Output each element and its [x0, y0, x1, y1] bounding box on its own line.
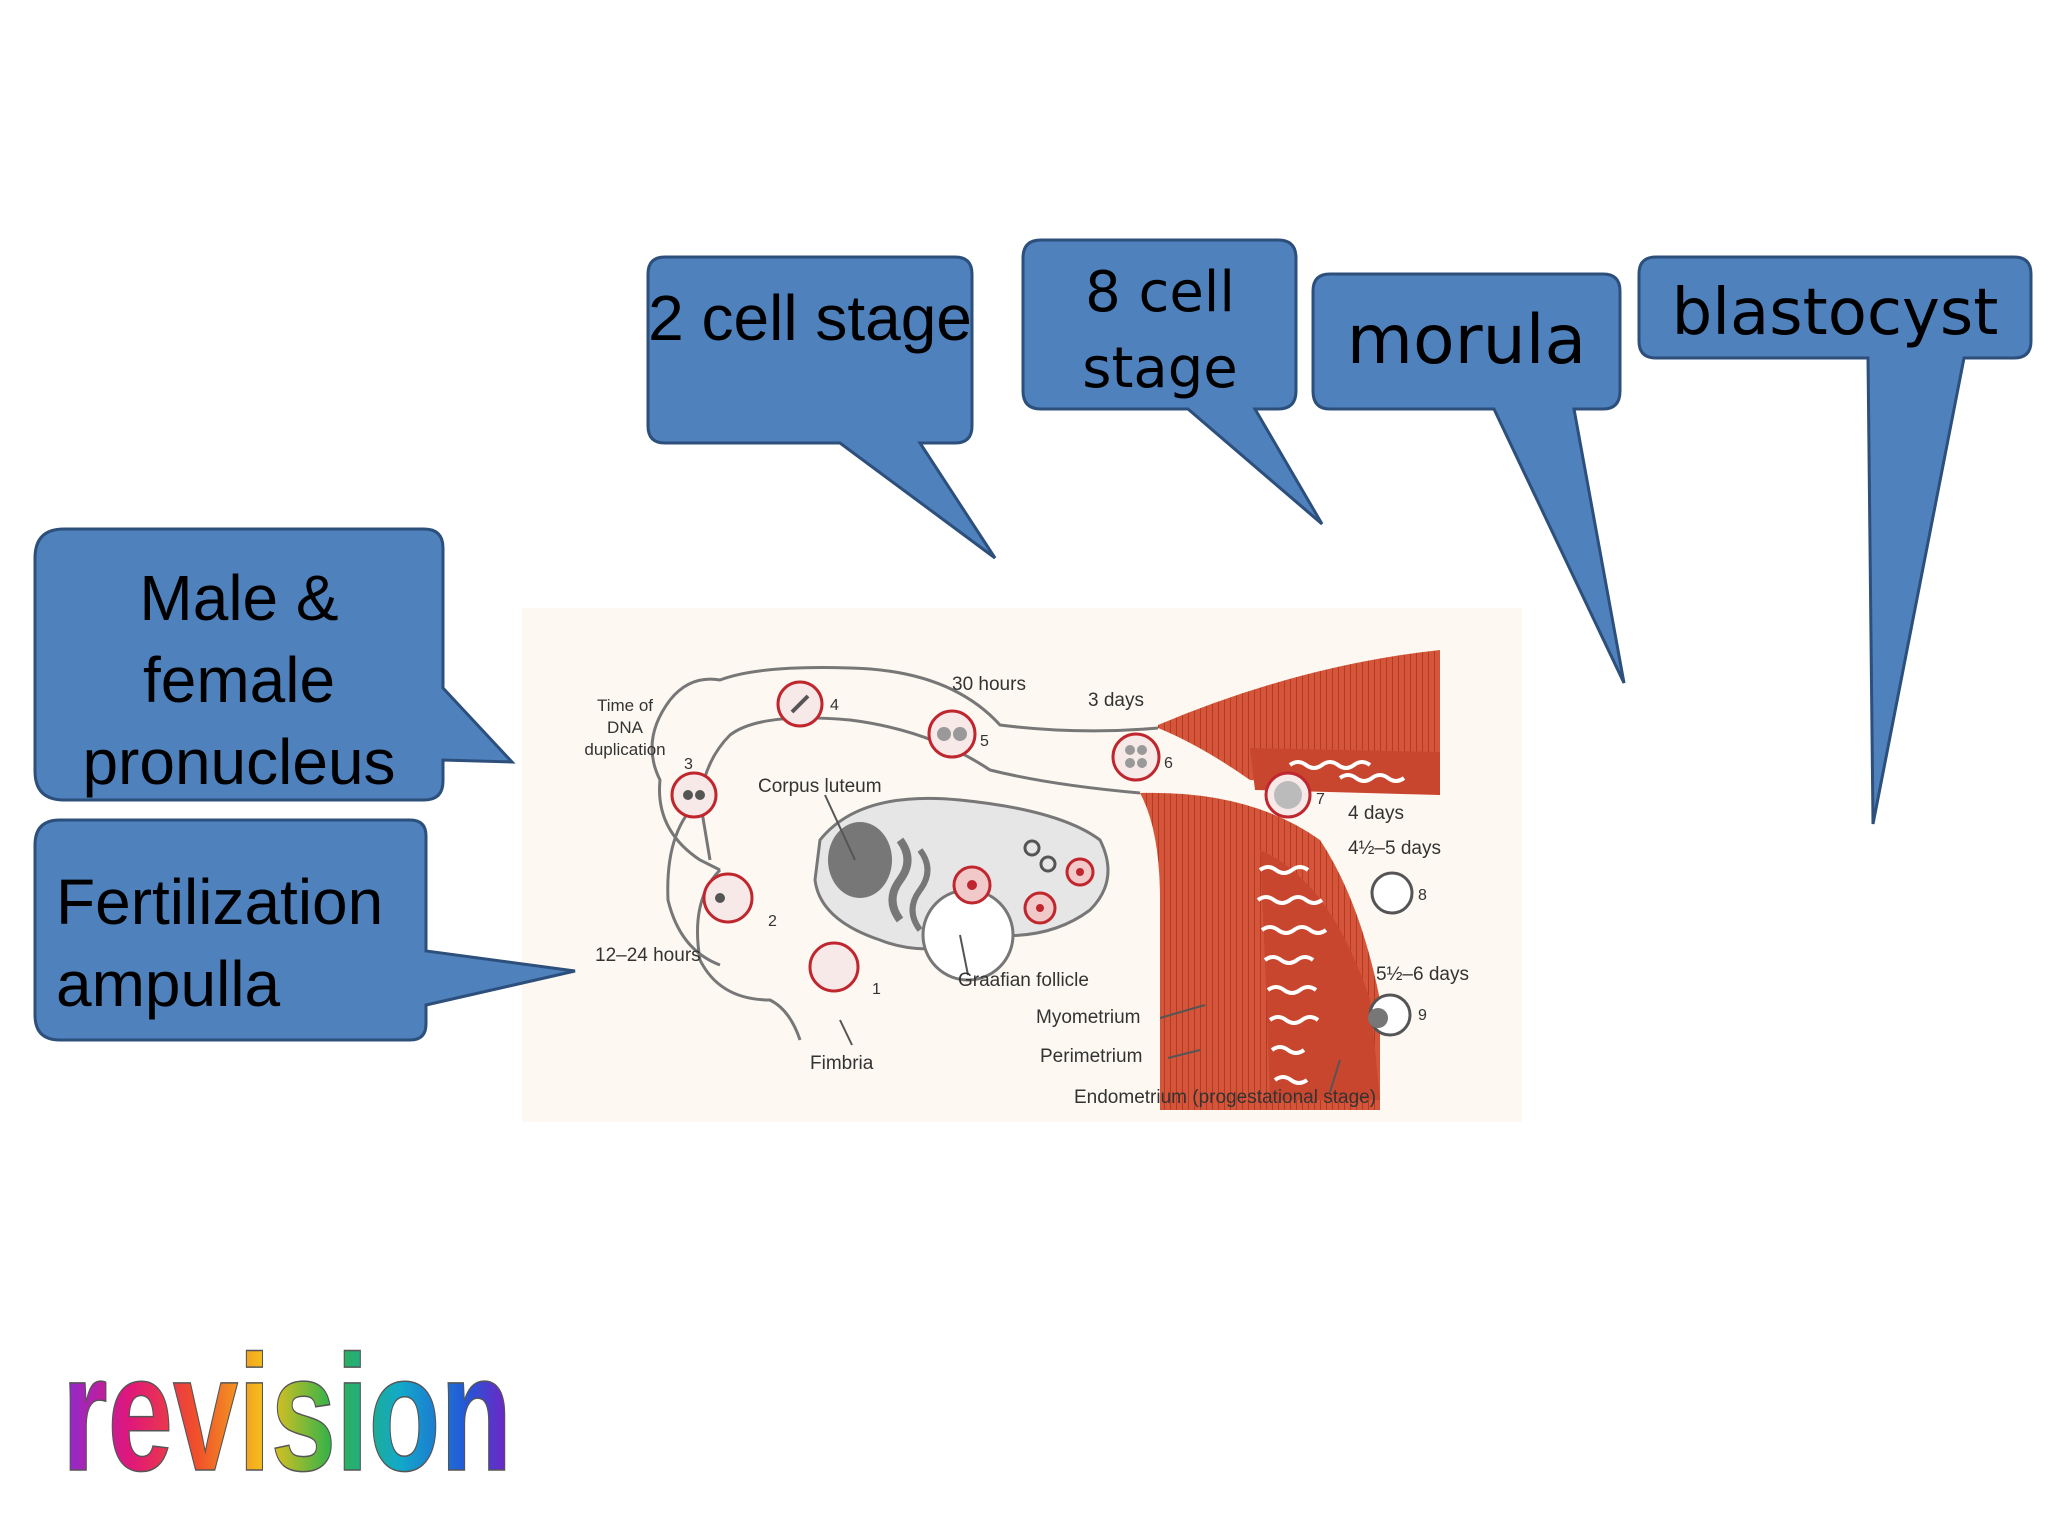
label-time-dna: Time of DNA duplication — [570, 695, 680, 761]
callout-pronucleus-text: Male & female pronucleus — [35, 558, 443, 804]
uterine-tube — [650, 666, 1159, 1041]
cell-stage-8 — [1370, 871, 1414, 915]
stage-number-9: 9 — [1418, 1007, 1427, 1024]
callout-fertilization-text: Fertilization ampulla — [56, 862, 426, 1026]
revision-logo: revision revision — [0, 1320, 513, 1523]
label-endometrium: Endometrium (progestational stage) — [1074, 1087, 1377, 1108]
time-dna-line-2: DNA — [607, 718, 643, 738]
svg-text:revision: revision — [0, 1350, 9, 1523]
callout-blastocyst — [1637, 255, 2033, 825]
stage-number-6: 6 — [1164, 755, 1173, 772]
label-corpus-luteum: Corpus luteum — [758, 776, 882, 797]
callout-2-cell-text: 2 cell stage — [648, 282, 972, 354]
callout-2-cell-stage — [646, 255, 997, 560]
cell-stage-5 — [927, 709, 977, 759]
time-dna-line-3: duplication — [584, 740, 666, 760]
fertilization-line-2: ampulla — [56, 947, 281, 1020]
label-3-days: 3 days — [1088, 690, 1144, 711]
callout-pronucleus — [33, 527, 516, 802]
label-30-hours: 30 hours — [952, 674, 1026, 695]
pronucleus-line-1: Male & — [139, 562, 339, 634]
stage-number-5: 5 — [980, 733, 989, 750]
callout-blastocyst-text: blastocyst — [1671, 276, 1999, 350]
callout-shapes — [33, 238, 2033, 1042]
pronucleus-line-3: pronucleus — [82, 725, 396, 798]
callout-morula-text: morula — [1346, 301, 1587, 380]
callout-8-cell-stage — [1021, 238, 1324, 526]
cell-stage-1 — [808, 941, 860, 993]
stage-number-8: 8 — [1418, 887, 1427, 904]
label-perimetrium: Perimetrium — [1040, 1046, 1143, 1067]
callout-morula — [1311, 272, 1626, 684]
svg-text:revision: revision — [62, 1321, 512, 1505]
stage-number-3: 3 — [684, 756, 693, 773]
endometrium-glands — [1256, 760, 1406, 1085]
pronucleus-line-2: female — [142, 643, 336, 716]
diagram-leaders — [824, 794, 1341, 1093]
label-4-days: 4 days — [1348, 803, 1404, 824]
stage-number-7: 7 — [1316, 791, 1325, 808]
label-graafian-follicle: Graafian follicle — [958, 970, 1089, 991]
label-12-24-hours: 12–24 hours — [595, 945, 701, 966]
cell-stage-3 — [670, 771, 718, 819]
fertilization-line-1: Fertilization — [56, 866, 384, 938]
stage-number-4: 4 — [830, 697, 839, 714]
label-4-half-days: 4½–5 days — [1348, 838, 1441, 859]
stage-cells — [670, 680, 1414, 1037]
callout-8-cell-text: 8 cell stage — [1082, 260, 1238, 401]
cell-stage-6 — [1111, 732, 1161, 782]
label-5-half-days: 5½–6 days — [1376, 964, 1469, 985]
callout-fertilization — [33, 818, 576, 1042]
stage-number-2: 2 — [768, 913, 777, 930]
stage-number-1: 1 — [872, 981, 881, 998]
label-myometrium: Myometrium — [1036, 1007, 1141, 1028]
label-fimbria: Fimbria — [810, 1053, 874, 1074]
time-dna-line-1: Time of — [596, 696, 654, 715]
ovary — [813, 796, 1110, 982]
